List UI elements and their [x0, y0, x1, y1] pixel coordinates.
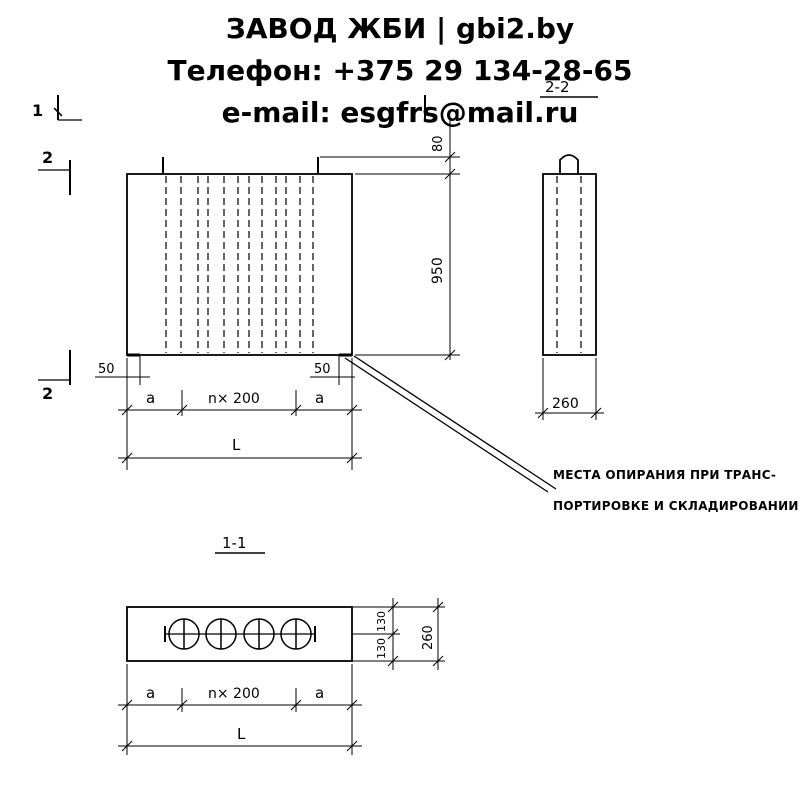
- dim-side-width: 260: [552, 396, 579, 412]
- dim-section-a-right: a: [315, 684, 324, 702]
- dim-section-length: L: [237, 725, 246, 743]
- section-1-1-title: 1-1: [222, 534, 247, 552]
- section-marker-2-bottom-label: 2: [42, 384, 53, 403]
- side-view: [535, 96, 604, 420]
- section-marker-2-top-label: 2: [42, 148, 53, 167]
- section-2-2-title: 2-2: [545, 78, 570, 96]
- company-title: ЗАВОД ЖБИ | gbi2.by: [225, 12, 575, 45]
- dim-edge-right: 50: [314, 362, 331, 377]
- dim-section-a-left: a: [146, 684, 155, 702]
- section-marker-2-bottom: [38, 350, 71, 385]
- section-1-1: [118, 552, 445, 755]
- section-marker-1: [53, 95, 82, 121]
- dim-pitch: n× 200: [208, 391, 260, 407]
- side-outline: [542, 173, 597, 356]
- bottom-dimensions: [95, 356, 362, 470]
- section-marker-1-label: 1: [32, 101, 43, 120]
- dim-a-right: a: [315, 389, 324, 407]
- dim-section-width: 260: [421, 625, 436, 650]
- dim-section-pitch: n× 200: [208, 686, 260, 702]
- height-dimension: [320, 120, 460, 361]
- phone-line: Телефон: +375 29 134-28-65: [167, 54, 633, 87]
- front-view: [126, 157, 353, 357]
- email-line: e-mail: esgfrs@mail.ru: [221, 96, 579, 129]
- panel-outline: [126, 173, 353, 356]
- note-leader: [344, 355, 557, 493]
- dim-length: L: [232, 436, 241, 454]
- dim-a-left: a: [146, 389, 155, 407]
- dim-half-b: 130: [375, 638, 388, 659]
- void-circles: [168, 618, 312, 650]
- note-line-2: ПОРТИРОВКЕ И СКЛАДИРОВАНИИ: [553, 499, 799, 513]
- dim-height: 950: [430, 257, 446, 284]
- side-lifting-loop: [559, 154, 579, 174]
- note-line-1: МЕСТА ОПИРАНИЯ ПРИ ТРАНС-: [553, 468, 776, 482]
- dim-edge-left: 50: [98, 362, 115, 377]
- dim-half-a: 130: [375, 611, 388, 632]
- void-lines: [165, 176, 314, 353]
- section-marker-2-top: [38, 160, 71, 195]
- dim-top-offset: 80: [431, 135, 446, 152]
